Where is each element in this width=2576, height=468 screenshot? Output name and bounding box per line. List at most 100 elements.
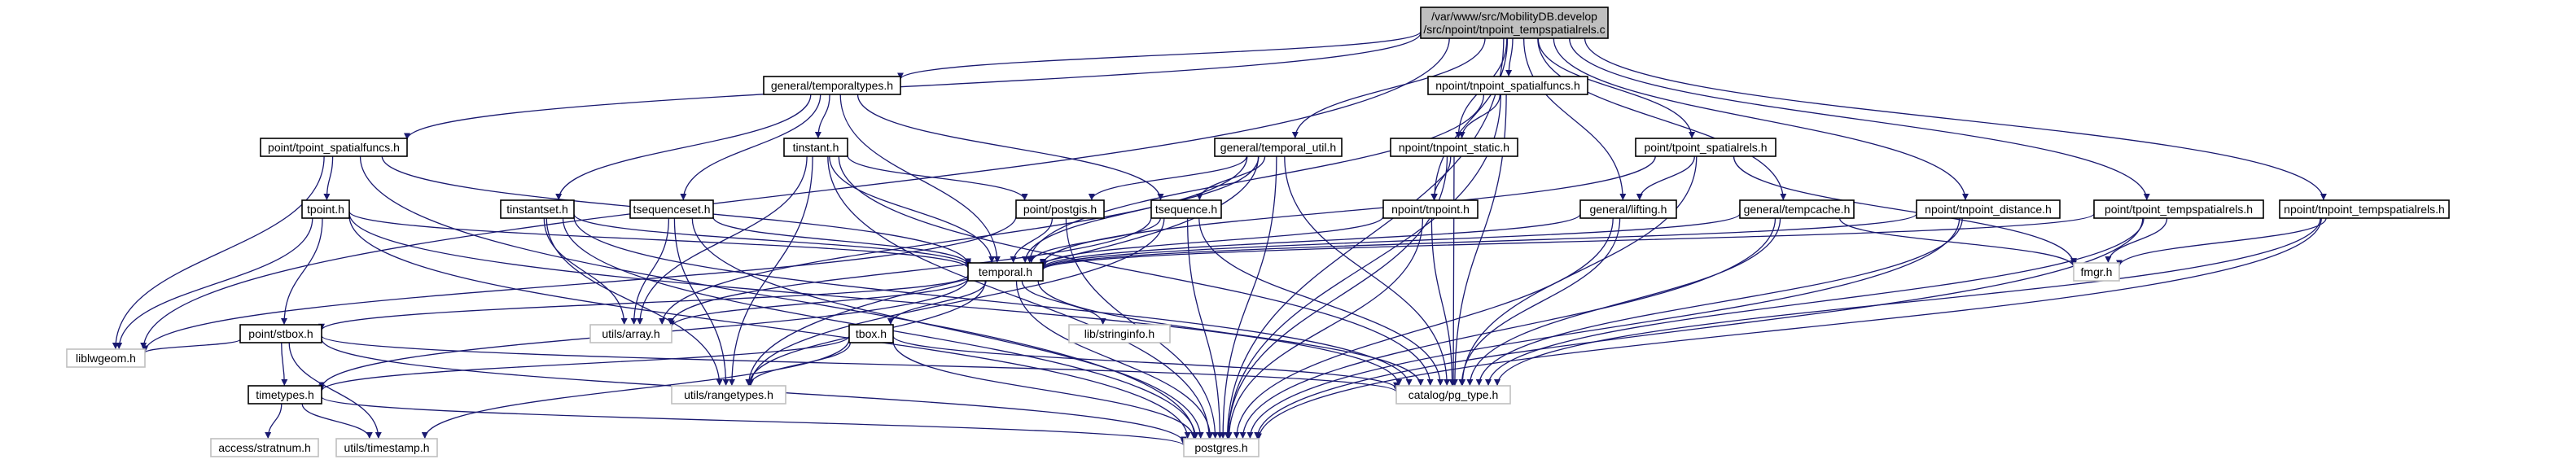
nodes-layer: /var/www/src/MobilityDB.develop/src/npoi…	[66, 7, 2450, 457]
edge-point_tpoint_tempspatialrels-to-postgres	[1254, 217, 2144, 440]
edge-root-to-npoint_tnpoint_distance	[1553, 37, 1969, 201]
edge-point_stbox-to-catalog_pg_type	[321, 335, 1400, 392]
edge-tbox-to-postgres	[892, 340, 1198, 440]
node-point-tpoint-spatialrels[interactable]: point/tpoint_spatialrels.h	[1635, 138, 1776, 157]
edge-general_tempcache-to-fmgr	[1838, 217, 2077, 268]
edge-general_temporaltypes-to-temporal	[839, 94, 1001, 264]
edge-tpoint-to-temporal	[348, 211, 971, 269]
node-label: catalog/pg_type.h	[1408, 388, 1499, 401]
edge-root-to-general_temporal_util	[1291, 37, 1486, 139]
edge-point_stbox-to-timetypes	[281, 342, 288, 387]
node-label: npoint/tnpoint_static.h	[1399, 141, 1509, 154]
node-label: tinstantset.h	[506, 203, 568, 216]
edge-root-to-general_temporaltypes	[897, 31, 1422, 80]
node-general-temporal-util[interactable]: general/temporal_util.h	[1214, 138, 1343, 157]
edge-general_lifting-to-postgres	[1233, 217, 1614, 440]
edge-root-to-point_tpoint_tempspatialrels	[1569, 37, 2150, 201]
node-label: general/lifting.h	[1590, 203, 1667, 216]
edge-temporal-to-lib_stringinfo	[1021, 280, 1106, 326]
edge-npoint_tnpoint_spatialfuncs-to-npoint_tnpoint_static	[1458, 94, 1501, 139]
node-npoint-tnpoint-spatialfuncs[interactable]: npoint/tnpoint_spatialfuncs.h	[1427, 76, 1588, 95]
node-label: point/tpoint_spatialrels.h	[1645, 141, 1768, 154]
node-box	[335, 438, 438, 457]
edge-root-to-point_tpoint_spatialrels	[1537, 37, 1696, 139]
edge-npoint_tnpoint_tempspatialrels-to-postgres	[1255, 217, 2322, 440]
node-box	[763, 76, 901, 95]
node-tinstant[interactable]: tinstant.h	[783, 138, 848, 157]
edge-general_tempcache-to-postgres	[1239, 217, 1776, 440]
node-label: general/tempcache.h	[1744, 203, 1851, 216]
node-point-postgis[interactable]: point/postgis.h	[1015, 199, 1105, 219]
edge-point_postgis-to-temporal	[1010, 217, 1054, 264]
edge-tinstant-to-catalog_pg_type	[838, 155, 1434, 387]
node-point-tpoint-spatialfuncs[interactable]: point/tpoint_spatialfuncs.h	[260, 138, 408, 157]
node-box	[1739, 199, 1855, 219]
node-tpoint[interactable]: tpoint.h	[301, 199, 350, 219]
edge-tbox-to-timetypes	[318, 335, 850, 391]
node-label: general/temporal_util.h	[1220, 141, 1336, 154]
node-label: tsequence.h	[1155, 203, 1217, 216]
edge-npoint_tnpoint_spatialfuncs-to-temporal	[1026, 94, 1485, 264]
edge-general_temporaltypes-to-tsequenceset	[680, 94, 821, 201]
node-box	[1183, 438, 1260, 457]
edge-npoint_tnpoint-to-postgres	[1225, 217, 1424, 440]
node-box	[1015, 199, 1105, 219]
node-label: tbox.h	[856, 327, 887, 340]
node-tsequenceset[interactable]: tsequenceset.h	[629, 199, 714, 219]
node-box	[848, 324, 894, 343]
edge-tbox-to-utils_timestamp	[421, 339, 850, 440]
node-npoint-tnpoint-distance[interactable]: npoint/tnpoint_distance.h	[1916, 199, 2061, 219]
node-access-stratnum: access/stratnum.h	[210, 438, 319, 457]
edge-npoint_tnpoint_tempspatialrels-to-catalog_pg_type	[1494, 217, 2321, 387]
node-general-temporaltypes[interactable]: general/temporaltypes.h	[763, 76, 901, 95]
node-tbox[interactable]: tbox.h	[848, 324, 894, 343]
node-label: lib/stringinfo.h	[1084, 327, 1154, 340]
edge-point_tpoint_spatialfuncs-to-tpoint	[323, 155, 334, 201]
node-utils-timestamp: utils/timestamp.h	[335, 438, 438, 457]
node-label: npoint/tnpoint_distance.h	[1925, 203, 2052, 216]
edge-general_temporaltypes-to-tinstant	[814, 94, 830, 139]
edge-npoint_tnpoint_spatialfuncs-to-postgres	[1224, 94, 1501, 440]
edge-tsequence-to-postgres	[1186, 217, 1224, 440]
edge-tinstantset-to-utils_array	[543, 217, 628, 326]
node-box	[671, 385, 786, 405]
edge-root-to-liblwgeom	[140, 37, 1450, 350]
edge-point_tpoint_spatialrels-to-fmgr	[1733, 155, 2077, 265]
edge-temporal-to-utils_array	[668, 278, 969, 327]
edge-tsequenceset-to-utils_rangetypes	[673, 217, 729, 387]
node-label: /var/www/src/MobilityDB.develop	[1431, 10, 1597, 23]
node-label: point/postgis.h	[1023, 203, 1097, 216]
node-lib-stringinfo: lib/stringinfo.h	[1068, 324, 1171, 343]
node-tsequence[interactable]: tsequence.h	[1150, 199, 1222, 219]
node-liblwgeom: liblwgeom.h	[66, 348, 146, 368]
edge-general_temporal_util-to-utils_array	[659, 155, 1248, 326]
node-label: liblwgeom.h	[76, 352, 136, 365]
edge-general_lifting-to-catalog_pg_type	[1458, 217, 1621, 387]
node-general-lifting[interactable]: general/lifting.h	[1579, 199, 1677, 219]
node-timetypes[interactable]: timetypes.h	[248, 385, 322, 405]
edge-tsequence-to-utils_rangetypes	[747, 217, 1165, 387]
edge-point_tpoint_tempspatialrels-to-temporal	[1040, 213, 2095, 271]
node-box	[66, 348, 146, 368]
edge-point_stbox-to-utils_timestamp	[288, 342, 382, 440]
node-point-tpoint-tempspatialrels[interactable]: point/tpoint_tempspatialrels.h	[2093, 199, 2264, 219]
edge-tsequenceset-to-postgres	[691, 217, 1204, 440]
edge-tinstant-to-utils_rangetypes	[728, 155, 813, 387]
edge-tinstant-to-temporal	[829, 155, 996, 264]
edge-timetypes-to-access_stratnum	[265, 403, 283, 440]
node-label: utils/rangetypes.h	[684, 388, 773, 401]
edge-tpoint-to-point_stbox	[281, 217, 323, 326]
node-box	[589, 324, 672, 343]
node-root[interactable]: /var/www/src/MobilityDB.develop/src/npoi…	[1420, 7, 1609, 39]
node-point-stbox[interactable]: point/stbox.h	[239, 324, 322, 343]
edge-point_tpoint_tempspatialrels-to-catalog_pg_type	[1485, 217, 2144, 387]
node-utils-array: utils/array.h	[589, 324, 672, 343]
node-npoint-tnpoint[interactable]: npoint/tnpoint.h	[1382, 199, 1479, 219]
node-temporal[interactable]: temporal.h	[967, 262, 1044, 282]
node-general-tempcache[interactable]: general/tempcache.h	[1739, 199, 1855, 219]
node-npoint-tnpoint-tempspatialrels[interactable]: npoint/tnpoint_tempspatialrels.h	[2279, 199, 2450, 219]
node-box	[1916, 199, 2061, 219]
node-npoint-tnpoint-static[interactable]: npoint/tnpoint_static.h	[1390, 138, 1518, 157]
node-tinstantset[interactable]: tinstantset.h	[500, 199, 575, 219]
